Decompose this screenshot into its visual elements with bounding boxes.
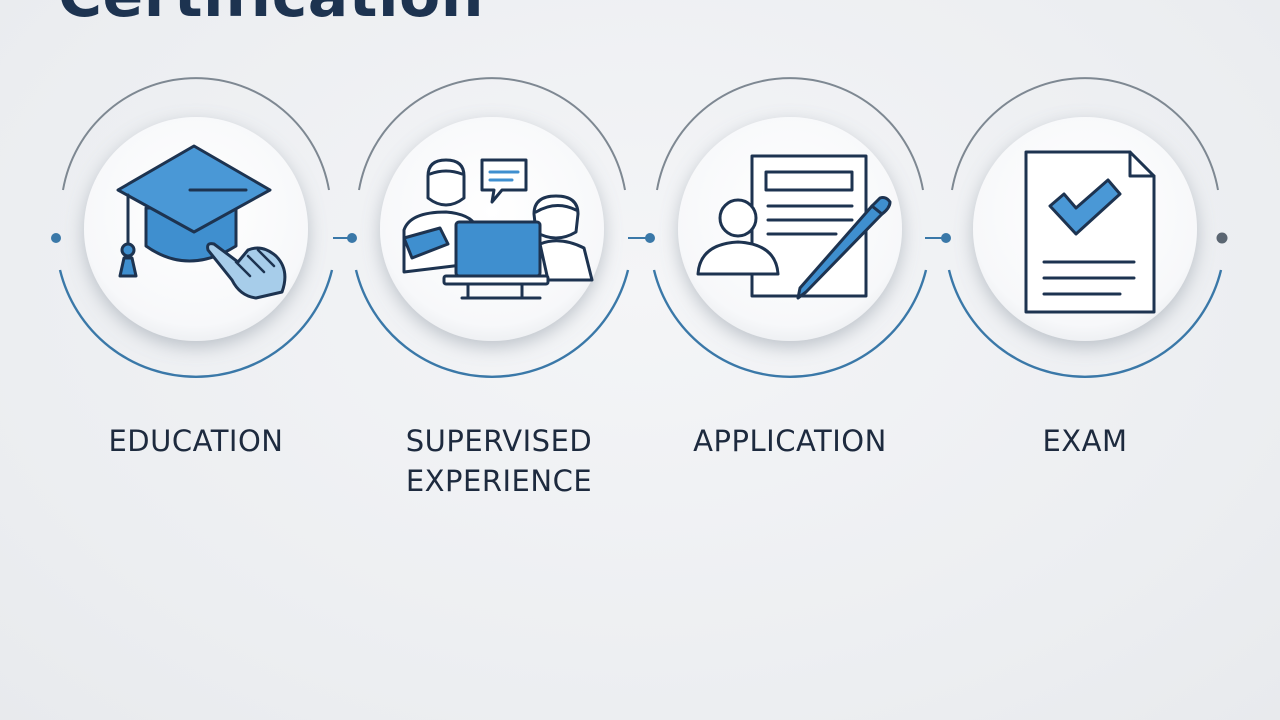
graduation-cap-icon xyxy=(116,144,287,300)
connector-dot xyxy=(941,233,951,243)
application-form-icon xyxy=(696,154,892,300)
step-label-line: SUPERVISED xyxy=(405,424,593,458)
step-ring-upper xyxy=(358,77,626,191)
connector-dot xyxy=(645,233,655,243)
connector-dot-start xyxy=(51,233,61,243)
step-ring-upper xyxy=(62,77,330,191)
step-ring-upper xyxy=(656,77,924,191)
step-ring-lower xyxy=(652,269,928,378)
step-2-node xyxy=(354,77,630,378)
step-label-line: EXPERIENCE xyxy=(405,464,593,498)
step-ring-lower xyxy=(947,269,1223,378)
connector-dot-end xyxy=(1216,232,1228,244)
step-4-node xyxy=(947,77,1223,378)
step-ring-upper xyxy=(951,77,1219,191)
step-label-application: APPLICATION xyxy=(640,421,940,461)
page-title: Certification xyxy=(58,0,484,26)
step-3-node xyxy=(652,77,928,378)
step-label-supervised-experience: SUPERVISED EXPERIENCE xyxy=(349,421,649,501)
step-label-exam: EXAM xyxy=(935,421,1235,461)
step-ring-lower xyxy=(58,269,334,378)
step-ring-lower xyxy=(354,269,630,378)
step-label-line: EXAM xyxy=(1042,424,1128,458)
step-label-line: APPLICATION xyxy=(693,424,887,458)
connector-dot xyxy=(347,233,357,243)
team-laptop-icon xyxy=(402,158,594,300)
step-label-line: EDUCATION xyxy=(108,424,284,458)
exam-document-icon xyxy=(1024,150,1156,314)
step-1-node xyxy=(58,77,334,378)
step-label-education: EDUCATION xyxy=(46,421,346,461)
